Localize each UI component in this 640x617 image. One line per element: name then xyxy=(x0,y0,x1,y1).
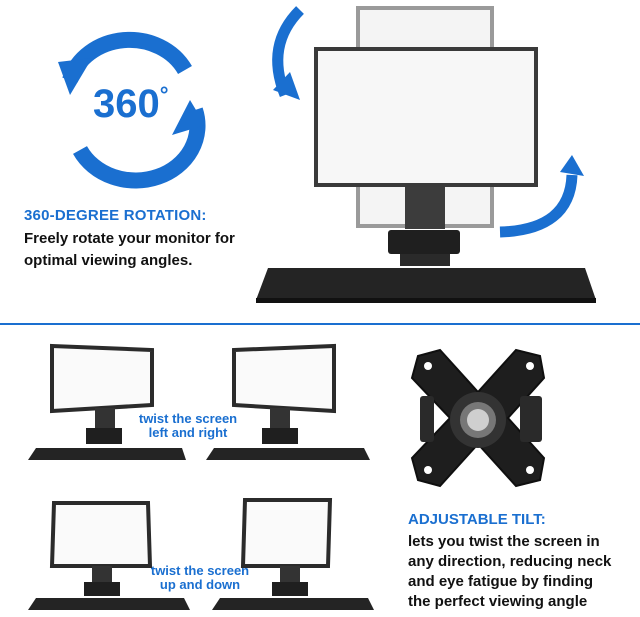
tilt-description: lets you twist the screen in any directi… xyxy=(408,532,640,612)
twist-up-down-caption: twist the screen up and down xyxy=(140,564,260,592)
rotation-badge-degree: ° xyxy=(159,82,169,107)
tilt-desc-line2: any direction, reducing neck xyxy=(408,553,612,570)
tilt-desc-line1: lets you twist the screen in xyxy=(408,533,600,550)
rotation-description: Freely rotate your monitor for optimal v… xyxy=(24,228,284,272)
twist-ud-line1: twist the screen xyxy=(150,563,250,578)
twist-lr-line1: twist the screen xyxy=(138,411,238,426)
tilt-title: ADJUSTABLE TILT: xyxy=(408,511,546,528)
rotation-badge-text: 360° xyxy=(93,82,169,127)
twist-ud-line2: up and down xyxy=(159,577,241,592)
section-divider xyxy=(0,323,640,325)
rotation-title: 360-DEGREE ROTATION: xyxy=(24,207,207,224)
rotation-desc-line2: optimal viewing angles. xyxy=(24,252,193,269)
twist-lr-line2: left and right xyxy=(148,425,228,440)
rotation-desc-line1: Freely rotate your monitor for xyxy=(24,230,235,247)
tilt-desc-line3: and eye fatigue by finding xyxy=(408,573,594,590)
tilt-desc-line4: the perfect viewing angle xyxy=(408,593,588,610)
rotation-badge-number: 360 xyxy=(93,82,160,126)
twist-left-right-caption: twist the screen left and right xyxy=(128,412,248,440)
